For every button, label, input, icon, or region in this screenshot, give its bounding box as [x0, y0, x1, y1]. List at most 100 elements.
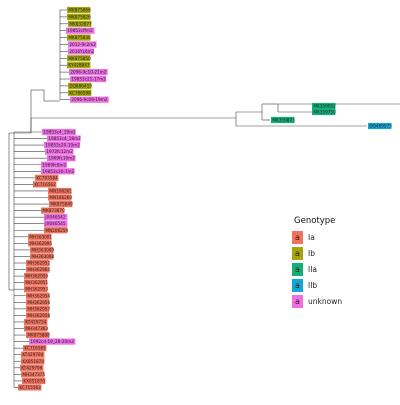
tip-label-box: [21, 371, 45, 378]
tip-label: MH347375: [22, 372, 45, 377]
tip-label: MK875849: [50, 202, 73, 207]
tip-label: KX851874: [22, 359, 44, 364]
tip-label-box: [26, 259, 50, 267]
tip-label-box: [42, 128, 76, 136]
tip-label: MK359873: [272, 118, 295, 123]
tip-label-box: [26, 331, 50, 339]
legend-key-iib: a: [292, 279, 303, 292]
tip-label-box: [28, 240, 52, 247]
tip-label: 1992cd-19_28-20m2: [30, 339, 74, 344]
tip-label: 2096-9c09-19m2: [71, 97, 107, 102]
tip-label-box: [44, 227, 68, 234]
tip-label-box: [28, 233, 52, 240]
tip-label: MN106260: [49, 195, 72, 200]
tip-label-box: [30, 246, 54, 253]
tip-label-box: [23, 345, 47, 352]
tip-label-box: [67, 55, 91, 62]
tip-label: MH362958: [27, 313, 50, 318]
tip-label: KC716565: [24, 346, 46, 351]
tip-label-box: [35, 174, 59, 181]
tip-label: JX046542: [44, 215, 65, 220]
tip-label: MN106259: [45, 228, 68, 233]
tip-label-box: [44, 142, 81, 149]
tip-label-box: [312, 108, 336, 116]
legend-label-ib: Ib: [308, 249, 315, 258]
tip-label-box: [68, 82, 92, 89]
tip-label: 1969fc8m2: [42, 162, 66, 167]
tip-label: 19853c20-7m2: [42, 169, 74, 174]
legend-item-iia: a IIa: [292, 262, 392, 277]
tree-tips: MK875866MK875826MK83287719853cffm2MK8758…: [18, 6, 392, 391]
tip-label-box: [30, 253, 54, 260]
tip-label: MH362952: [27, 261, 50, 266]
tip-label: MK832877: [69, 21, 92, 26]
tip-label: 2016YL6m2: [69, 49, 94, 54]
tip-label: MK875836: [68, 35, 91, 40]
tip-label-box: [44, 214, 68, 221]
tip-label-box: [48, 187, 72, 195]
tip-label: KC715563: [19, 385, 41, 390]
tip-label-box: [24, 318, 48, 326]
legend-item-ib: a Ib: [292, 246, 392, 261]
tip-label: MK875866: [68, 8, 91, 13]
tip-label-box: [45, 148, 74, 155]
tip-label: KT429734: [25, 319, 46, 324]
tip-label: MK359750: [313, 110, 336, 115]
tip-label-box: [26, 312, 50, 319]
legend-key-iia: a: [292, 263, 303, 276]
tip-label: MK875850: [68, 56, 91, 61]
tip-label: MH362954: [27, 293, 50, 298]
tip-label-box: [68, 89, 92, 96]
legend-item-unknown: a unknown: [292, 294, 392, 309]
tip-label-box: [22, 377, 46, 384]
tip-label: 2012-9c2m2: [69, 42, 96, 47]
tip-label: MH362956: [27, 300, 50, 305]
tip-label-box: [49, 200, 73, 208]
tip-label-box: [67, 62, 91, 69]
tip-label: JX046545: [44, 221, 65, 226]
tip-label-box: [67, 6, 91, 14]
tip-label: KX851870: [23, 378, 45, 383]
tip-label: 2096-9c10-21m2: [70, 70, 106, 75]
tip-label: 19853c20-19m2: [45, 143, 80, 148]
tip-label-box: [20, 364, 44, 371]
tip-label-box: [24, 325, 48, 332]
tip-label: MH362995: [29, 241, 52, 246]
legend-item-iib: a IIb: [292, 278, 392, 293]
tip-label-box: [271, 116, 295, 124]
legend-key-ia: a: [292, 231, 303, 244]
tip-label-box: [68, 41, 97, 48]
tip-label: KY428847: [68, 63, 89, 68]
tip-label: MK359952: [313, 104, 336, 109]
tip-label: DQ886419: [69, 83, 92, 88]
tree-branches: [8, 9, 400, 388]
tip-label: KT429784: [22, 352, 43, 357]
tip-label-box: [68, 20, 92, 27]
tip-label-box: [47, 135, 81, 142]
tip-label: 1969fc10m2: [48, 156, 75, 161]
tip-label-box: [48, 194, 72, 201]
legend-label-unknown: unknown: [308, 297, 343, 306]
tip-label: KC716562: [34, 182, 56, 187]
tip-label: MH347363: [25, 326, 48, 331]
tip-label-box: [21, 351, 45, 358]
tip-label-box: [24, 273, 48, 280]
tip-label: MH362951: [25, 280, 48, 285]
tip-label-box: [70, 75, 107, 83]
legend-key-ib: a: [292, 247, 303, 260]
tip-label-box: [26, 292, 50, 299]
tip-label: KT429796: [21, 365, 42, 370]
tip-label: MK875826: [68, 14, 91, 19]
tip-label-box: [69, 69, 108, 76]
tip-label-box: [24, 286, 48, 293]
tip-label: MH363001: [29, 234, 52, 239]
tip-label-box: [41, 168, 75, 175]
tip-label: KC793584: [36, 175, 58, 180]
tip-label-box: [70, 96, 109, 103]
tip-label-box: [26, 266, 50, 273]
tip-label-box: [68, 48, 94, 55]
legend-item-ia: a Ia: [292, 230, 392, 245]
tip-label-box: [312, 102, 336, 110]
legend-label-ia: Ia: [308, 233, 315, 242]
